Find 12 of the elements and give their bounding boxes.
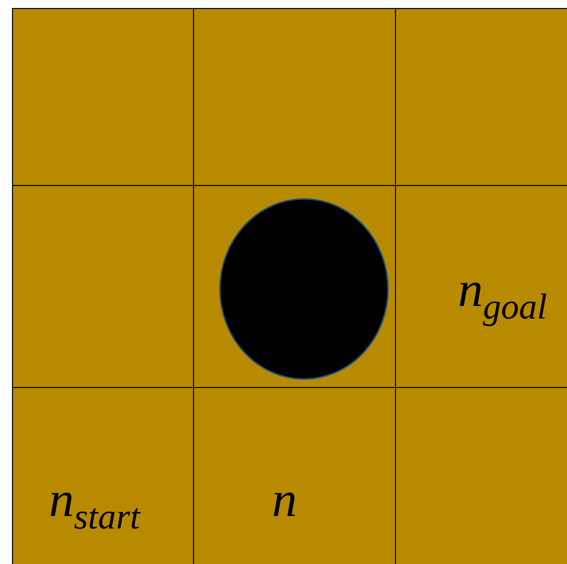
obstacle-circle [219, 198, 389, 380]
node-label: n$_{goal}$ [458, 264, 548, 325]
grid-cell [12, 8, 194, 186]
grid-cell [395, 185, 567, 388]
grid-cell [12, 387, 194, 564]
node-label: n$_{start}$ [49, 474, 140, 535]
grid-cell [193, 8, 396, 186]
grid-cell [12, 185, 194, 388]
node-label: n [272, 474, 297, 524]
grid-cell [395, 8, 567, 186]
grid-cell [193, 185, 396, 388]
grid-cell [193, 387, 396, 564]
